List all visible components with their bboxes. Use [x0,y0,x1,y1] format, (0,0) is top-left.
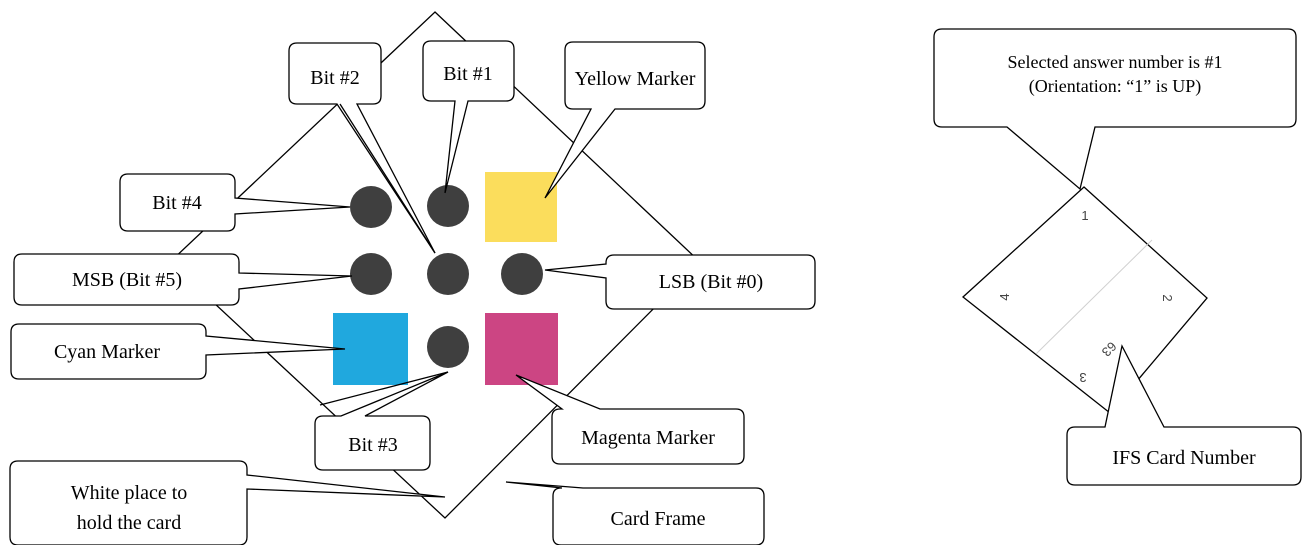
white-place-label-line1: White place to [71,482,188,504]
bit-3-label: Bit #3 [348,434,397,456]
bit-4-callout: Bit #4 [119,173,351,232]
ifs-card-number-label: IFS Card Number [1112,447,1256,469]
bit-2-callout: Bit #2 [288,42,436,254]
right-card-diagram: 1 2 3 4 63 Selected answer number is #1 … [933,28,1302,486]
msb-label: MSB (Bit #5) [72,269,182,291]
magenta-marker [485,313,558,385]
white-place-callout: White place to hold the card [9,460,446,545]
ifs-card-number: 63 [1099,339,1120,360]
card-frame-label: Card Frame [611,508,706,530]
selected-answer-line1: Selected answer number is #1 [1008,52,1223,72]
card-fold-line [1035,239,1153,355]
bit-2-dot [427,253,469,295]
bit-3-callout: Bit #3 [314,371,449,471]
yellow-marker-callout: Yellow Marker [544,41,706,199]
yellow-marker-label: Yellow Marker [575,68,696,90]
ifs-card-number-callout: IFS Card Number [1066,344,1302,486]
bit-1-dot [427,185,469,227]
card-number-right: 2 [1160,294,1175,301]
bit-1-callout: Bit #1 [422,40,515,194]
white-place-label-line2: hold the card [77,512,181,534]
bit-4-label: Bit #4 [152,192,201,214]
lsb-bit-0-dot [501,253,543,295]
lsb-label: LSB (Bit #0) [659,271,763,293]
card-frame-outline [169,11,701,519]
selected-answer-line2: (Orientation: “1” is UP) [1029,76,1201,97]
bit-3-dot [427,326,469,368]
msb-callout: MSB (Bit #5) [13,253,353,306]
bit-1-label: Bit #1 [443,63,492,85]
left-card-diagram: Bit #2 Bit #1 Yellow Marker Bit #4 MSB (… [9,11,816,545]
card-frame-callout: Card Frame [505,481,765,545]
magenta-marker-callout: Magenta Marker [515,374,745,465]
selected-answer-callout: Selected answer number is #1 (Orientatio… [933,28,1297,191]
lsb-callout: LSB (Bit #0) [544,254,816,310]
cyan-marker [333,313,408,385]
card-number-bottom: 3 [1079,370,1086,385]
cyan-marker-label: Cyan Marker [54,341,160,363]
bit-4-dot [350,186,392,228]
cyan-marker-callout: Cyan Marker [10,323,346,380]
msb-bit-5-dot [350,253,392,295]
card-number-top: 1 [1081,208,1088,223]
yellow-marker [485,172,557,242]
card-number-left: 4 [997,293,1012,300]
bit-2-label: Bit #2 [310,67,359,89]
magenta-marker-label: Magenta Marker [581,427,715,449]
